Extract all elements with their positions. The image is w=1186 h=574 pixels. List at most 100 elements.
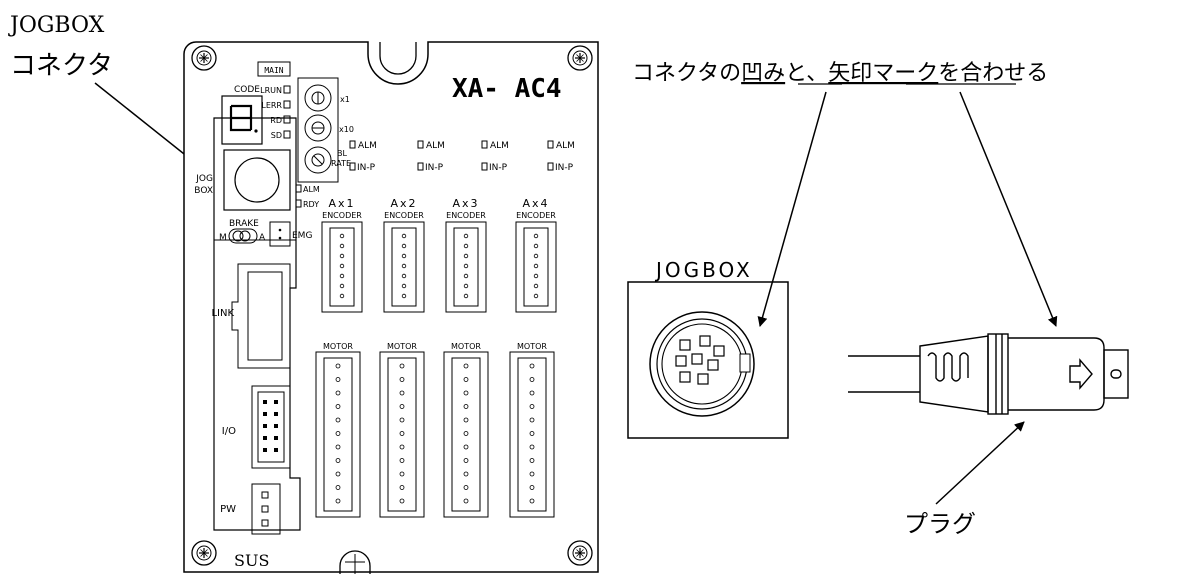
svg-text:ENCODER: ENCODER <box>446 211 486 220</box>
encoder-pin <box>339 233 345 239</box>
motor-pin <box>463 363 469 369</box>
io-connector <box>251 385 291 469</box>
axis-3: ALM IN-P Ax3 ENCODER MOTOR <box>443 140 509 518</box>
svg-text:IN-P: IN-P <box>357 163 376 173</box>
motor-pin <box>399 377 405 382</box>
encoder-pin <box>533 263 539 269</box>
encoder-pin <box>401 233 407 239</box>
encoder-pin <box>401 243 407 249</box>
encoder-pin <box>339 243 345 249</box>
instruction-text: コネクタの凹みと、矢印マークを合わせる <box>632 61 1048 86</box>
jogbox-connector-label-line1: JOGBOX <box>8 13 105 38</box>
jogbox-socket <box>627 281 789 439</box>
link-connector <box>231 263 291 369</box>
svg-text:RATE: RATE <box>331 159 351 168</box>
plug-pointer-arrow <box>935 421 1025 505</box>
plug-label: プラグ <box>904 510 976 538</box>
motor-pin <box>399 431 405 436</box>
model-name: XA- AC4 <box>452 74 562 104</box>
jog-label: JOG <box>195 174 213 184</box>
motor-pin <box>399 390 405 396</box>
socket-notch <box>739 353 751 373</box>
axis-1: ALM IN-P Ax1 ENCODER MOTOR <box>315 140 377 518</box>
encoder-pin <box>401 283 407 289</box>
encoder-pin <box>463 283 469 289</box>
encoder-pin <box>401 263 407 269</box>
svg-text:M: M <box>219 233 227 243</box>
encoder-pin <box>401 293 407 299</box>
sus-label: SUS <box>234 551 269 570</box>
axis-4: ALM IN-P Ax4 ENCODER MOTOR <box>509 140 575 518</box>
encoder-pin <box>401 273 407 279</box>
svg-text:MOTOR: MOTOR <box>387 342 417 351</box>
encoder-pin <box>463 253 469 259</box>
motor-pin <box>335 404 341 409</box>
motor-pin <box>399 417 405 423</box>
svg-text:SD: SD <box>271 131 282 140</box>
motor-pin <box>529 377 535 382</box>
encoder-pin <box>463 293 469 299</box>
rotary-switches: x1 x10 BL RATE <box>297 77 354 183</box>
motor-pin <box>335 444 341 450</box>
socket-pins <box>675 335 725 385</box>
mounting-notch-top <box>379 42 417 75</box>
notch-pointer-arrow <box>757 91 827 327</box>
motor-pin <box>335 390 341 396</box>
motor-pin <box>463 404 469 409</box>
svg-text:Ax2: Ax2 <box>390 197 417 210</box>
motor-pin <box>399 458 405 463</box>
svg-text:ALM: ALM <box>556 141 575 151</box>
controller-board: MAIN XA- AC4 CODE LRUN LERR RD SD <box>183 41 599 574</box>
motor-pin <box>335 485 341 490</box>
io-label: I/O <box>222 426 236 437</box>
svg-text:LRUN: LRUN <box>260 86 282 95</box>
svg-text:MOTOR: MOTOR <box>323 342 353 351</box>
motor-pin <box>463 431 469 436</box>
motor-pin <box>529 485 535 490</box>
motor-pin <box>529 417 535 423</box>
motor-pin <box>399 404 405 409</box>
svg-text:x10: x10 <box>339 125 354 134</box>
svg-text:MOTOR: MOTOR <box>451 342 481 351</box>
motor-pin <box>399 444 405 450</box>
svg-text:ENCODER: ENCODER <box>322 211 362 220</box>
encoder-pin <box>463 243 469 249</box>
motor-pin <box>335 431 341 436</box>
motor-pin <box>399 471 405 477</box>
brake-switch <box>228 228 258 244</box>
motor-pin <box>335 498 341 504</box>
link-label: LINK <box>211 308 234 319</box>
encoder-pin <box>339 283 345 289</box>
svg-text:ENCODER: ENCODER <box>384 211 424 220</box>
motor-pin <box>335 471 341 477</box>
encoder-pin <box>463 263 469 269</box>
motor-pin <box>463 417 469 423</box>
plug <box>848 333 1129 415</box>
encoder-pin <box>463 273 469 279</box>
motor-pin <box>529 390 535 396</box>
motor-pin <box>529 404 535 409</box>
motor-pin <box>463 390 469 396</box>
encoder-pin <box>533 253 539 259</box>
motor-pin <box>529 431 535 436</box>
svg-text:ALM: ALM <box>426 141 445 151</box>
motor-pin <box>335 458 341 463</box>
box-label: BOX <box>194 186 213 196</box>
encoder-pin <box>463 233 469 239</box>
motor-pin <box>335 363 341 369</box>
code-label: CODE <box>234 85 260 95</box>
svg-text:ENCODER: ENCODER <box>516 211 556 220</box>
motor-pin <box>529 458 535 463</box>
svg-text:A: A <box>259 233 266 243</box>
encoder-pin <box>401 253 407 259</box>
encoder-pin <box>533 273 539 279</box>
motor-pin <box>529 444 535 450</box>
pw-connector <box>251 483 281 535</box>
motor-pin <box>335 377 341 382</box>
svg-text:BL: BL <box>337 149 347 158</box>
motor-pin <box>399 363 405 369</box>
encoder-pin <box>533 283 539 289</box>
motor-pin <box>399 498 405 504</box>
brake-label: BRAKE <box>229 219 259 229</box>
